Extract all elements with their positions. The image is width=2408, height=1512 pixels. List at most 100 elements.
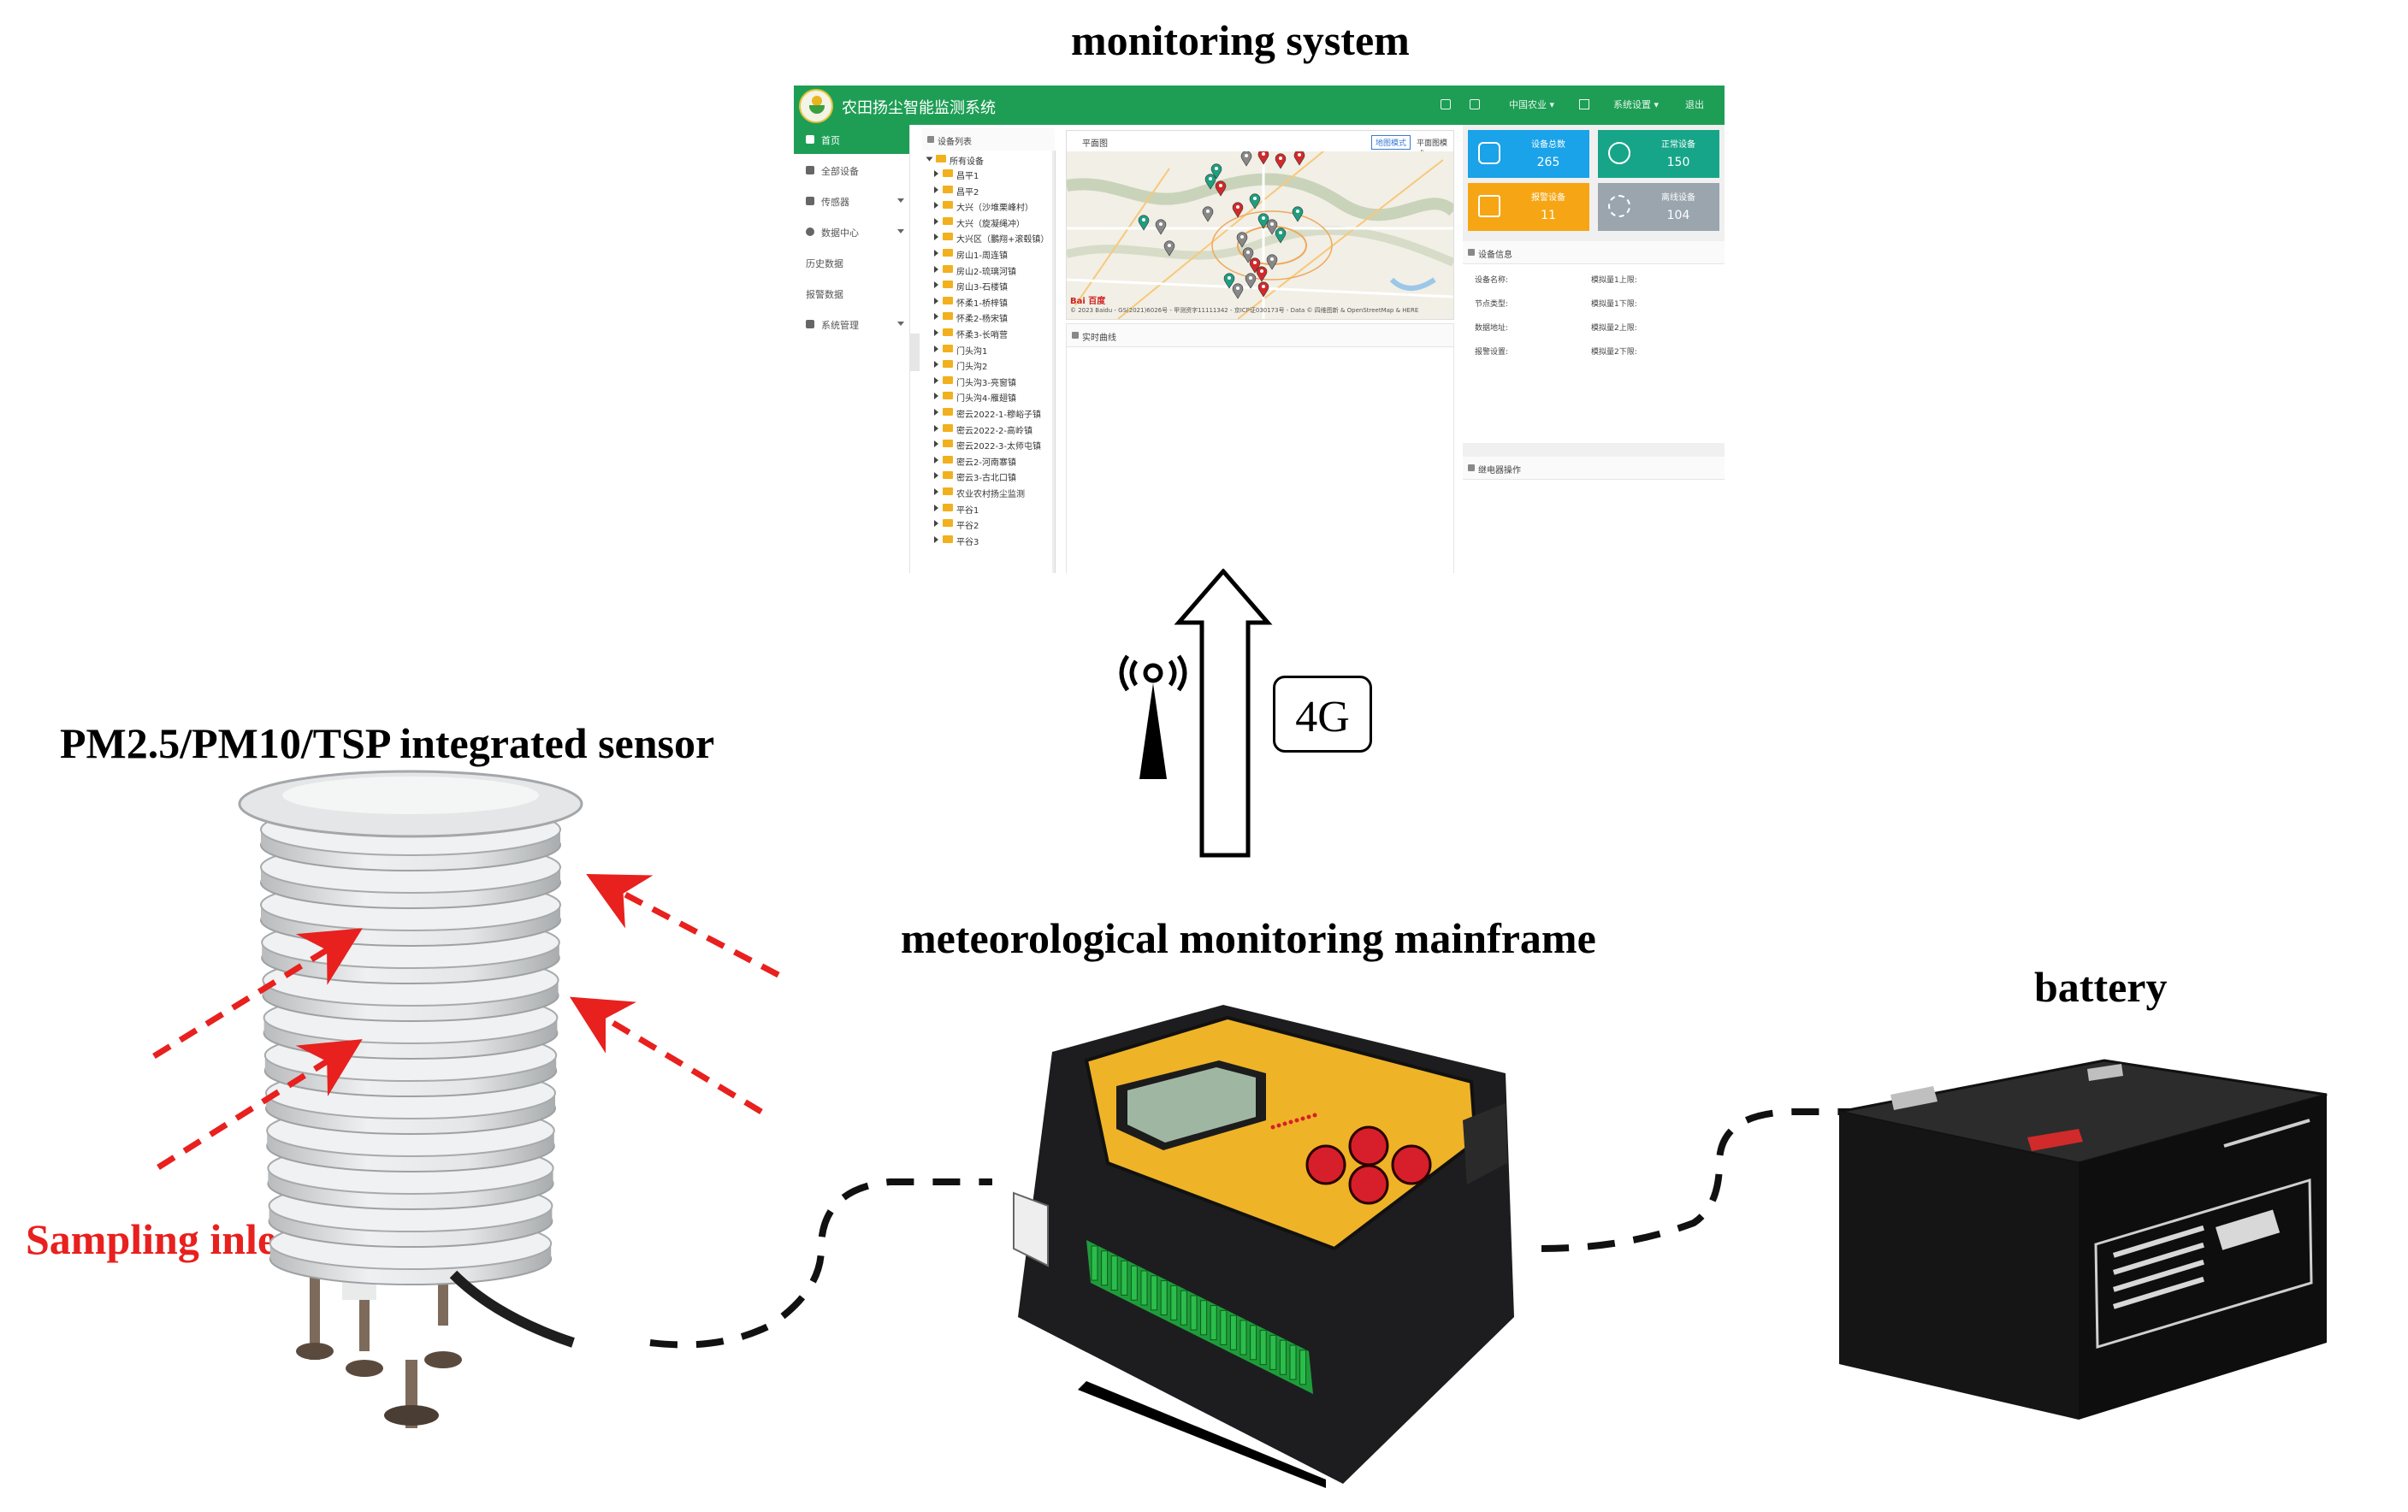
sensor-title: PM2.5/PM10/TSP integrated sensor — [60, 719, 715, 767]
tree-item-label: 房山1-周连镇 — [956, 251, 1008, 261]
map-marker[interactable] — [1232, 202, 1244, 218]
sidebar-item-system[interactable]: 系统管理 — [794, 310, 909, 339]
tree-item-label: 大兴（沙堆栗峰村） — [956, 204, 1033, 214]
unlink-icon — [1608, 195, 1630, 217]
folder-icon — [943, 185, 953, 193]
tree-item-label: 门头沟1 — [956, 346, 988, 357]
caret-icon — [934, 313, 938, 321]
map-marker[interactable] — [1138, 215, 1150, 231]
map-marker[interactable] — [1256, 266, 1268, 282]
folder-icon — [943, 328, 953, 336]
tree-scrollbar[interactable] — [1052, 151, 1055, 573]
link-4g-label: 4G — [1295, 693, 1350, 741]
map-marker[interactable] — [1257, 213, 1269, 229]
sidebar-collapse-handle[interactable] — [909, 334, 920, 371]
map-marker[interactable] — [1292, 206, 1304, 222]
edit-icon[interactable] — [1579, 99, 1589, 109]
tree-item-label: 房山2-琉璃河镇 — [956, 267, 1016, 277]
map-marker[interactable] — [1163, 240, 1175, 257]
map-marker[interactable] — [1240, 151, 1252, 167]
map-marker[interactable] — [1155, 219, 1167, 235]
baidu-logo: Bai 百度 — [1070, 297, 1106, 306]
map-canvas[interactable] — [1067, 151, 1453, 319]
caret-icon — [926, 157, 933, 162]
sidebar-item-home[interactable]: 首页 — [794, 125, 909, 154]
folder-icon — [943, 360, 953, 369]
map-marker[interactable] — [1266, 254, 1278, 270]
map-marker[interactable] — [1275, 153, 1287, 169]
caret-icon — [934, 456, 938, 464]
mainframe-device — [1013, 1005, 1514, 1488]
caret-icon — [934, 520, 938, 528]
map-marker[interactable] — [1266, 219, 1278, 235]
map-marker[interactable] — [1210, 163, 1222, 180]
folder-icon — [943, 312, 953, 321]
map-marker[interactable] — [1204, 174, 1216, 190]
caret-icon — [934, 217, 938, 225]
device-info-panel: 设备信息 设备名称: 节点类型: 数据地址: 报警设置: 模拟量1上限: 模拟量… — [1463, 241, 1725, 443]
caret-icon — [934, 202, 938, 210]
caret-icon — [934, 488, 938, 495]
chevron-down-icon — [897, 322, 904, 326]
fullscreen-icon[interactable] — [1441, 99, 1451, 109]
map-panel[interactable]: 平面图 地图模式 平面图模式 地图 卫星 Bai 百度 © 2023 Baidu… — [1066, 130, 1454, 320]
info-field-address: 数据地址: — [1475, 324, 1509, 333]
device-list-header: 设备列表 — [922, 128, 1055, 151]
map-marker[interactable] — [1275, 227, 1287, 244]
folder-icon — [943, 440, 953, 448]
sidebar-item-data-center[interactable]: 数据中心 — [794, 217, 909, 246]
map-marker[interactable] — [1202, 206, 1214, 222]
sidebar-item-alarms[interactable]: 报警数据 — [806, 289, 843, 300]
map-marker[interactable] — [1293, 151, 1305, 166]
map-marker[interactable] — [1223, 273, 1235, 289]
sidebar-item-sensors[interactable]: 传感器 — [794, 186, 909, 216]
chevron-down-icon — [897, 198, 904, 203]
tab-map-mode[interactable]: 地图模式 — [1371, 135, 1411, 150]
sidebar-item-history[interactable]: 历史数据 — [806, 258, 843, 269]
settings-menu[interactable]: 系统设置 ▾ — [1613, 99, 1660, 110]
home-icon — [806, 135, 814, 144]
logout-link[interactable]: 退出 — [1685, 99, 1704, 110]
folder-icon — [943, 249, 953, 257]
cable-mainframe-battery — [1541, 1108, 1908, 1252]
antenna-icon — [1119, 654, 1187, 779]
map-marker[interactable] — [1257, 281, 1269, 298]
uplink-arrow — [1174, 569, 1273, 858]
tree-item-label: 门头沟3-亮窗镇 — [956, 378, 1016, 388]
map-marker[interactable] — [1215, 180, 1227, 197]
caret-icon — [934, 186, 938, 193]
caret-icon — [934, 170, 938, 177]
map-marker[interactable] — [1232, 283, 1244, 299]
link-4g-box: 4G — [1273, 676, 1372, 753]
list-icon — [927, 136, 934, 143]
folder-icon — [943, 281, 953, 289]
folder-icon — [943, 169, 953, 177]
sampling-inlets-label: Sampling inlets — [26, 1215, 308, 1263]
folder-icon — [943, 216, 953, 225]
folder-icon — [936, 155, 946, 162]
map-marker[interactable] — [1249, 193, 1261, 210]
info-field-a1-upper: 模拟量1上限: — [1591, 276, 1637, 285]
folder-icon — [943, 471, 953, 480]
tree-item-label: 怀柔1-桥梓镇 — [956, 298, 1008, 309]
map-marker[interactable] — [1236, 232, 1248, 248]
tree-item-label: 平谷1 — [956, 505, 979, 516]
app-logo — [799, 89, 833, 123]
battery-title: battery — [2034, 963, 2168, 1011]
tree-item-label: 密云2-河南寨镇 — [956, 458, 1016, 468]
map-marker[interactable] — [1245, 273, 1257, 289]
user-menu[interactable]: 中国农业 ▾ — [1509, 99, 1555, 110]
map-marker[interactable] — [1257, 151, 1269, 165]
monitoring-system-title: monitoring system — [1071, 16, 1410, 64]
realtime-curve-panel: 实时曲线 — [1066, 323, 1454, 573]
sidebar-item-all-devices[interactable]: 全部设备 — [794, 156, 909, 185]
caret-icon — [934, 250, 938, 257]
message-icon[interactable] — [1470, 99, 1480, 109]
map-marker[interactable] — [1249, 257, 1261, 274]
map-marker[interactable] — [1242, 247, 1254, 263]
